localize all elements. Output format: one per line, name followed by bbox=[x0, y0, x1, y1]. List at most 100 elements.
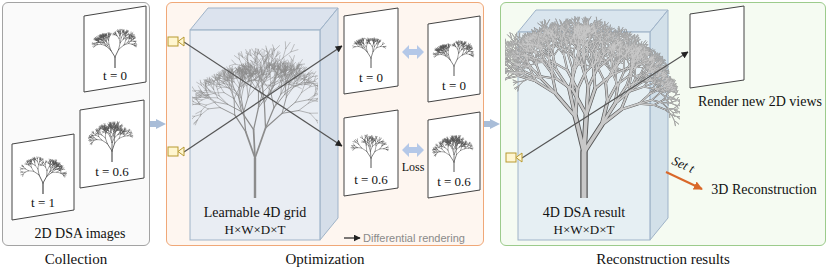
vessel-branch bbox=[435, 56, 436, 57]
vessel-branch bbox=[100, 36, 102, 37]
vessel-branch bbox=[99, 128, 101, 130]
vessel-branch bbox=[355, 140, 357, 142]
vessel-branch bbox=[384, 47, 386, 49]
vessel-branch bbox=[453, 44, 454, 46]
vessel-branch bbox=[35, 159, 37, 161]
vessel-branch bbox=[192, 86, 195, 91]
vessel-branch bbox=[367, 135, 368, 138]
vessel-branch bbox=[40, 164, 42, 165]
vessel-branch bbox=[442, 141, 444, 143]
vessel-branch bbox=[50, 161, 52, 162]
vessel-branch bbox=[447, 141, 449, 142]
vessel-branch bbox=[462, 138, 463, 140]
vessel-branch bbox=[456, 136, 457, 138]
vessel-branch bbox=[53, 162, 54, 164]
vessel-branch bbox=[33, 158, 34, 160]
vessel-branch bbox=[105, 128, 106, 131]
vessel-branch bbox=[99, 40, 101, 42]
vessel-branch bbox=[359, 40, 361, 42]
vessel-branch bbox=[465, 141, 466, 143]
vessel-branch bbox=[105, 36, 106, 38]
vessel-branch bbox=[352, 146, 354, 147]
vessel-branch bbox=[100, 127, 101, 129]
vessel-branch bbox=[275, 46, 280, 51]
vessel-branch bbox=[380, 138, 382, 140]
vessel-branch bbox=[113, 123, 115, 125]
vessel-branch bbox=[457, 49, 459, 53]
vessel-branch bbox=[471, 51, 473, 52]
vessel-branch bbox=[368, 143, 370, 146]
vessel-branch bbox=[439, 51, 441, 52]
vessel-branch bbox=[376, 39, 377, 41]
vessel-branch bbox=[113, 123, 114, 125]
vessel-branch bbox=[461, 41, 462, 43]
vessel-branch bbox=[459, 142, 460, 144]
vessel-branch bbox=[457, 46, 458, 49]
vessel-branch bbox=[452, 138, 453, 140]
vessel-branch bbox=[246, 50, 248, 56]
vessel-branch bbox=[441, 47, 443, 48]
vessel-branch bbox=[470, 47, 471, 48]
vessel-branch bbox=[101, 35, 103, 37]
vessel-branch bbox=[57, 164, 59, 166]
vessel-branch bbox=[95, 133, 97, 135]
vessel-branch bbox=[457, 140, 458, 142]
vessel-branch bbox=[106, 34, 107, 36]
vessel-branch bbox=[22, 165, 23, 167]
vessel-branch bbox=[436, 153, 438, 155]
vessel-branch bbox=[456, 140, 458, 141]
vessel-branch bbox=[45, 164, 46, 167]
vessel-branch bbox=[441, 46, 443, 48]
vessel-branch bbox=[448, 44, 449, 46]
vessel-branch bbox=[437, 151, 440, 152]
vessel-branch bbox=[457, 141, 459, 144]
vessel-branch bbox=[116, 34, 117, 36]
vessel-branch bbox=[465, 142, 467, 143]
vessel-branch bbox=[115, 123, 116, 125]
vessel-branch bbox=[455, 139, 456, 141]
vessel-branch bbox=[130, 38, 132, 39]
vessel-branch bbox=[102, 132, 103, 134]
vessel-branch bbox=[467, 143, 469, 145]
vessel-branch bbox=[129, 40, 131, 43]
vessel-branch bbox=[108, 130, 109, 133]
vessel-branch bbox=[458, 139, 459, 141]
vessel-branch bbox=[120, 31, 121, 34]
vessel-branch bbox=[437, 50, 439, 52]
vessel-branch bbox=[121, 29, 122, 31]
vessel-branch bbox=[378, 42, 379, 44]
vessel-branch bbox=[194, 120, 197, 124]
vessel-branch bbox=[120, 29, 121, 31]
vessel-branch bbox=[111, 126, 112, 128]
vessel-branch bbox=[61, 172, 64, 173]
vessel-branch bbox=[104, 130, 106, 132]
vessel-branch bbox=[113, 125, 114, 127]
vessel-branch bbox=[50, 161, 51, 163]
vessel-branch bbox=[369, 136, 370, 138]
vessel-branch bbox=[380, 148, 384, 149]
vessel-branch bbox=[463, 43, 465, 45]
vessel-branch bbox=[135, 45, 137, 46]
vessel-branch bbox=[362, 138, 364, 140]
vessel-branch bbox=[450, 155, 454, 162]
vessel-branch bbox=[448, 46, 450, 48]
vessel-branch bbox=[458, 41, 459, 43]
vessel-branch bbox=[45, 161, 47, 162]
vessel-branch bbox=[123, 30, 124, 32]
vessel-branch bbox=[97, 42, 99, 43]
image-frame bbox=[12, 134, 74, 220]
vessel-branch bbox=[104, 126, 105, 129]
vessel-branch bbox=[131, 33, 133, 35]
vessel-branch bbox=[438, 50, 440, 51]
vessel-branch bbox=[104, 126, 105, 128]
vessel-branch bbox=[192, 96, 194, 97]
vessel-branch bbox=[95, 43, 96, 44]
vessel-branch bbox=[375, 39, 376, 41]
vessel-branch bbox=[467, 47, 470, 49]
vessel-branch bbox=[465, 141, 467, 143]
vessel-branch bbox=[440, 144, 441, 146]
vessel-branch bbox=[383, 43, 385, 45]
vessel-branch bbox=[98, 128, 99, 130]
vessel-branch bbox=[99, 137, 102, 140]
vessel-branch bbox=[95, 39, 97, 40]
